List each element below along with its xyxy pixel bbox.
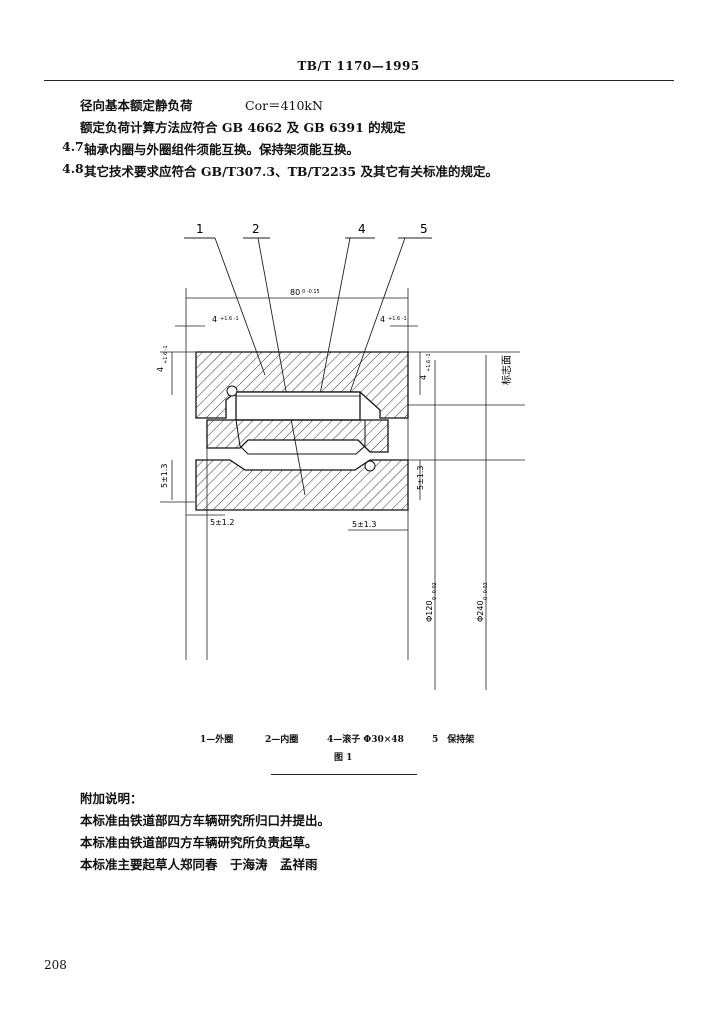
hole-left (226, 385, 238, 397)
dim-left-side: 4 (156, 367, 165, 372)
dim-right-top: 4 (380, 315, 385, 324)
callout-4: 4 (358, 222, 366, 236)
caption-rule (271, 774, 417, 775)
dim-left-top: 4 (212, 315, 217, 324)
dim-right-side: 4 (419, 375, 428, 380)
dim-side-right-small: 5±1.3 (416, 465, 425, 490)
clause-4-8-no: 4.8 (62, 161, 84, 176)
dimension-lines (171, 297, 421, 531)
clause-4-8-text: 其它技术要求应符合 GB/T307.3、TB/T2235 及其它有关标准的规定。 (84, 164, 498, 179)
dim-left-top-tol: +1.6 -1 (220, 316, 239, 322)
page-number: 208 (44, 958, 67, 972)
callout-1: 1 (196, 222, 204, 236)
dim-right-top-tol: +1.6 -1 (388, 316, 407, 322)
notes-line2: 本标准由铁道部四方车辆研究所负责起草。 (80, 835, 318, 850)
dim-width-tol: 0 -0.15 (302, 289, 320, 295)
dim-bottom-right: 5±1.3 (352, 520, 377, 529)
dim-bore-tol: 0 -0.02 (432, 582, 438, 600)
legend-item1: 1—外圈 (200, 735, 234, 745)
callout-5: 5 (420, 222, 428, 236)
notes-line3: 本标准主要起草人郑同春 于海涛 孟祥雨 (80, 857, 318, 872)
line1-label: 径向基本额定静负荷 (80, 98, 193, 113)
dim-right-side-tol: +1.6 -1 (426, 353, 432, 372)
dim-left-side-tol: +1.6 -1 (163, 345, 169, 364)
dim-od: Φ240 (476, 600, 485, 622)
lower-ring (195, 459, 409, 511)
cage (235, 419, 366, 455)
callout-2: 2 (252, 222, 260, 236)
dim-side-left-small: 5±1.3 (160, 463, 169, 488)
clause-4-7-text: 轴承内圈与外圈组件须能互换。保持架须能互换。 (84, 142, 360, 157)
header-rule (44, 80, 674, 81)
line2: 额定负荷计算方法应符合 GB 4662 及 GB 6391 的规定 (80, 120, 406, 135)
dim-bottom-left: 5±1.2 (210, 518, 235, 527)
dim-right-label: 标志面 (500, 355, 513, 385)
notes-line1: 本标准由铁道部四方车辆研究所归口并提出。 (80, 813, 331, 828)
legend-item2: 2—内圈 (265, 735, 299, 745)
notes-title: 附加说明： (80, 791, 143, 806)
dim-width: 80 (290, 288, 300, 297)
legend-item5: 5 保持架 (432, 735, 475, 745)
clause-4-7-no: 4.7 (62, 139, 84, 154)
dim-od-tol: 0 -0.03 (483, 582, 489, 600)
dim-bore: Φ120 (425, 600, 434, 622)
line1-value: Cor＝410kN (245, 98, 323, 113)
hole-right (364, 460, 376, 472)
page-header: TB/T 1170—1995 (297, 59, 420, 73)
inner-ring (206, 419, 389, 453)
figure-caption: 图 1 (334, 753, 353, 763)
legend-item4: 4—滚子 Φ30×48 (327, 735, 404, 745)
